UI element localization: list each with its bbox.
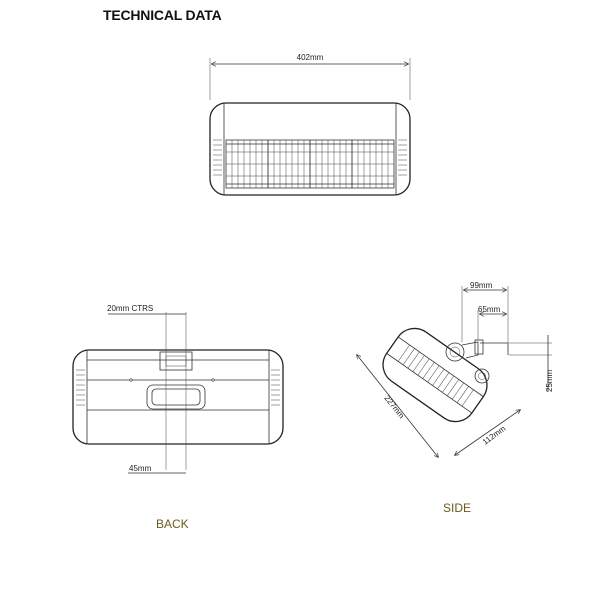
side-mid-label: 65mm	[478, 305, 501, 314]
back-ctrs-label: 20mm CTRS	[107, 304, 153, 313]
side-height-label: 25mm	[545, 369, 554, 392]
side-length-label: 227mm	[382, 394, 406, 421]
back-view: 20mm CTRS 45mm	[72, 304, 284, 474]
back-bottom-label: 45mm	[129, 464, 152, 473]
side-caption: SIDE	[443, 501, 472, 515]
page-title: TECHNICAL DATA	[103, 7, 222, 23]
back-caption: BACK	[156, 517, 189, 531]
front-width-label: 402mm	[297, 53, 324, 62]
side-top-label: 99mm	[470, 281, 493, 290]
front-view: 402mm	[209, 53, 411, 196]
side-view: 99mm 65mm 25mm 227mm 112mm	[357, 281, 554, 457]
side-depth-label: 112mm	[481, 424, 508, 447]
